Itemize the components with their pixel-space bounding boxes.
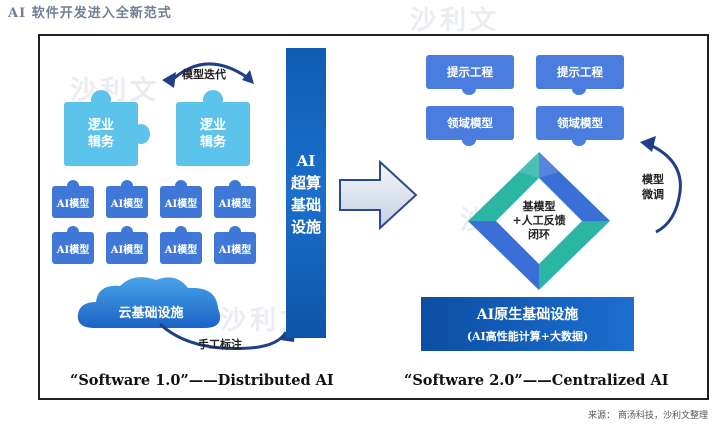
ai-supercomputing-bar [286, 48, 326, 338]
infra-subtitle: (AI高性能计算+大数据) [466, 330, 589, 343]
watermark: 沙利文 [410, 6, 501, 36]
page-title: AI 软件开发进入全新范式 [8, 6, 172, 21]
caption-software-2: “Software 2.0”——Centralized AI [404, 372, 669, 389]
puzzle-knob [175, 180, 187, 192]
logic-business-piece: 逻业 辑务 [176, 102, 250, 166]
feedback-loop-icon [468, 152, 610, 290]
logic-business-piece: 逻业 辑务 [64, 102, 138, 166]
manual-label: 手工标注 [198, 338, 242, 351]
diagram-frame [38, 34, 709, 400]
caption-software-1: “Software 1.0”——Distributed AI [70, 372, 334, 389]
source-note: 来源： 商汤科技，沙利文整理 [588, 411, 708, 421]
puzzle-knob [91, 90, 111, 110]
puzzle-knob [175, 226, 187, 238]
puzzle-knob [132, 124, 150, 144]
finetune-label: 模型 微调 [642, 173, 664, 201]
puzzle-knob [229, 180, 241, 192]
transition-arrow-icon [339, 160, 418, 230]
cloud-icon [77, 277, 221, 328]
puzzle-knob [229, 226, 241, 238]
puzzle-knob [121, 180, 133, 192]
cloud-label: 云基础设施 [118, 306, 184, 321]
puzzle-knob [203, 90, 223, 110]
watermark: 沙利文 [70, 76, 161, 106]
finetune-arrow-icon [640, 136, 682, 234]
puzzle-knob [462, 134, 476, 146]
puzzle-knob [121, 226, 133, 238]
prompt-engineering-piece: 提示工程 [536, 55, 624, 89]
ai-supercomputing-label: AI 超算 基础 设施 [290, 152, 321, 236]
puzzle-knob [67, 226, 79, 238]
puzzle-knob [67, 180, 79, 192]
ai-native-infra: AI原生基础设施 (AI高性能计算+大数据) [421, 297, 634, 351]
infra-title: AI原生基础设施 [476, 307, 579, 323]
loop-label: 基模型 +人工反馈 闭环 [512, 200, 566, 241]
puzzle-knob [462, 83, 476, 95]
puzzle-knob [572, 83, 586, 95]
iteration-arrow-icon [162, 62, 254, 88]
iteration-label: 模型迭代 [182, 68, 226, 81]
puzzle-knob [572, 134, 586, 146]
